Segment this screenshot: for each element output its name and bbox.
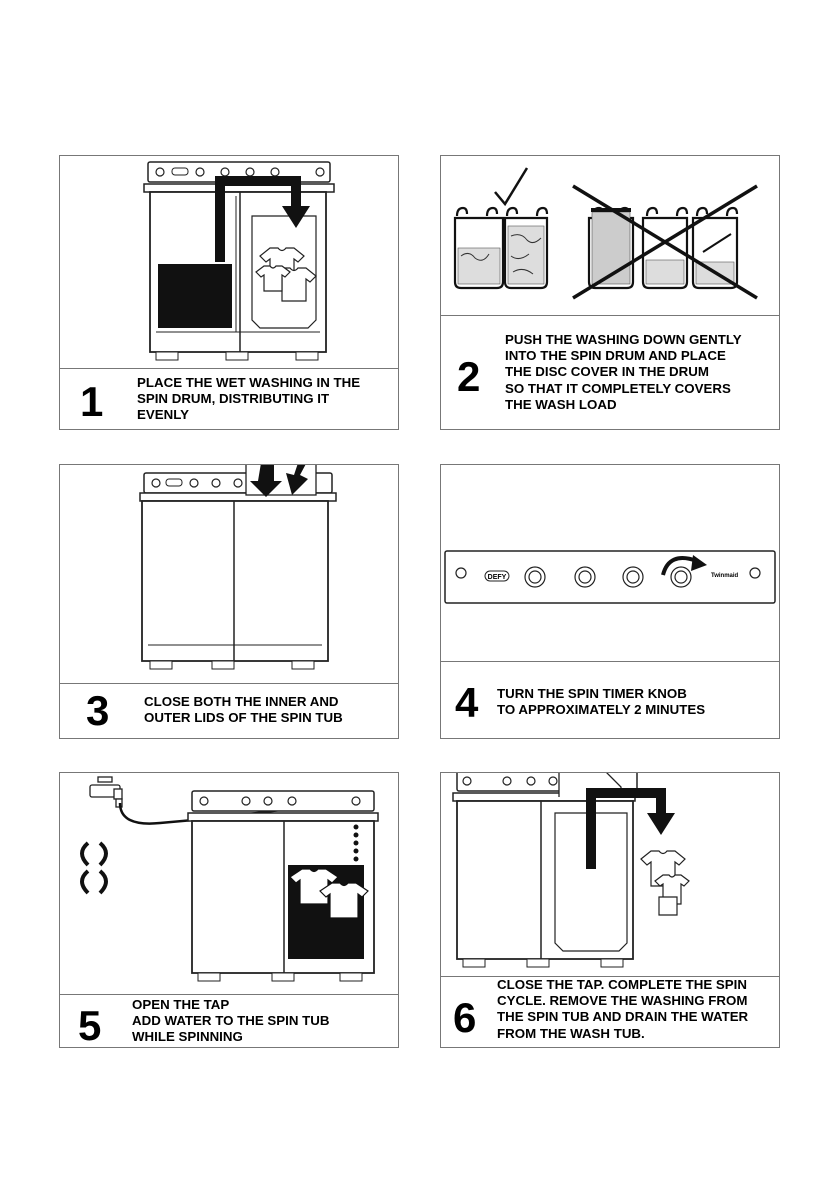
step-6-caption: 6 CLOSE THE TAP. COMPLETE THE SPIN CYCLE… (441, 976, 779, 1047)
tap-icon (90, 777, 122, 807)
step-2-panel: 2 PUSH THE WASHING DOWN GENTLY INTO THE … (440, 155, 780, 430)
step-5-panel: 5 OPEN THE TAP ADD WATER TO THE SPIN TUB… (59, 772, 399, 1048)
model-label: Twinmaid (711, 573, 739, 579)
step-number: 1 (80, 381, 103, 423)
check-mark-icon (495, 168, 527, 204)
step-1-panel: 1 PLACE THE WET WASHING IN THE SPIN DRUM… (59, 155, 399, 430)
step-3-caption: 3 CLOSE BOTH THE INNER AND OUTER LIDS OF… (60, 683, 398, 738)
spin-drum-illustration (441, 156, 779, 316)
control-panel-illustration: DEFY Twinmaid (441, 465, 779, 665)
step-6-panel: 6 CLOSE THE TAP. COMPLETE THE SPIN CYCLE… (440, 772, 780, 1048)
step-instruction: PUSH THE WASHING DOWN GENTLY INTO THE SP… (505, 332, 742, 413)
step-instruction: PLACE THE WET WASHING IN THE SPIN DRUM, … (137, 375, 360, 424)
step-2-caption: 2 PUSH THE WASHING DOWN GENTLY INTO THE … (441, 315, 779, 429)
washing-machine-illustration (441, 773, 779, 979)
step-4-panel: DEFY Twinmaid 4 TURN THE SPIN TIMER KNOB… (440, 464, 780, 739)
shirt-icon (641, 851, 689, 915)
washing-machine-illustration (60, 773, 398, 997)
brand-logo: DEFY (488, 574, 507, 581)
step-instruction: OPEN THE TAP ADD WATER TO THE SPIN TUB W… (132, 997, 330, 1046)
washing-machine-illustration (60, 156, 398, 371)
step-number: 2 (457, 356, 480, 398)
step-number: 6 (453, 997, 476, 1039)
step-instruction: TURN THE SPIN TIMER KNOB TO APPROXIMATEL… (497, 686, 705, 718)
step-1-caption: 1 PLACE THE WET WASHING IN THE SPIN DRUM… (60, 368, 398, 429)
washing-machine-illustration (60, 465, 398, 680)
step-number: 3 (86, 690, 109, 732)
step-5-caption: 5 OPEN THE TAP ADD WATER TO THE SPIN TUB… (60, 994, 398, 1047)
step-instruction: CLOSE BOTH THE INNER AND OUTER LIDS OF T… (144, 694, 343, 726)
step-3-panel: 3 CLOSE BOTH THE INNER AND OUTER LIDS OF… (59, 464, 399, 739)
step-number: 5 (78, 1005, 101, 1047)
step-4-caption: 4 TURN THE SPIN TIMER KNOB TO APPROXIMAT… (441, 661, 779, 738)
rotation-icon (82, 843, 106, 893)
step-number: 4 (455, 682, 478, 724)
step-instruction: CLOSE THE TAP. COMPLETE THE SPIN CYCLE. … (497, 977, 748, 1042)
